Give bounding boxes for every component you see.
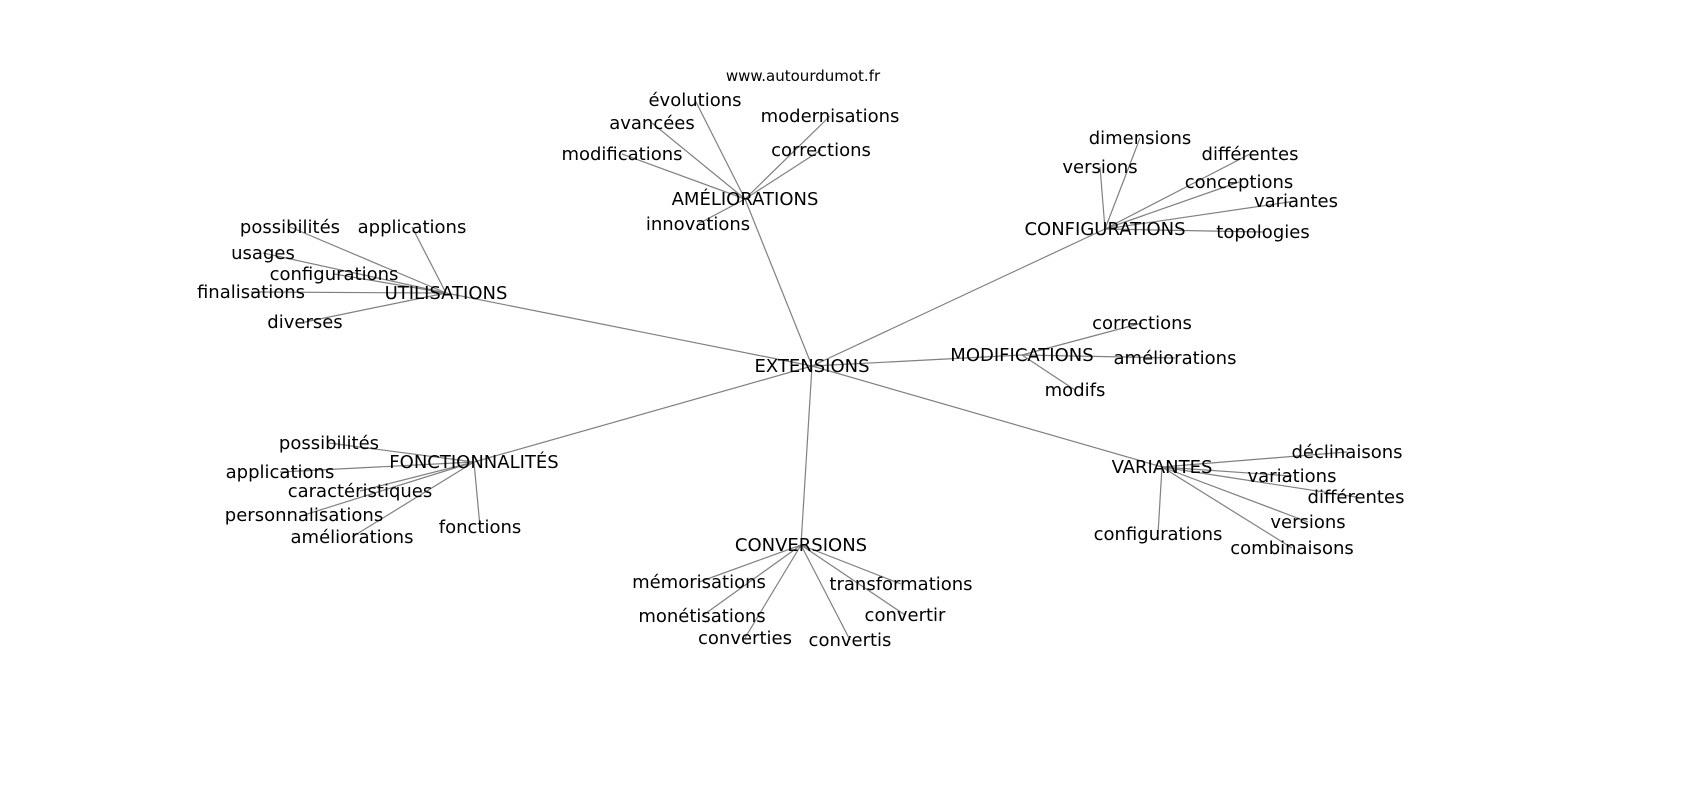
hub-edge (811, 228, 1106, 367)
word-edge (289, 226, 447, 294)
word-edge (1157, 466, 1163, 535)
word-node-label: personnalisations (225, 505, 383, 526)
word-node-label: modifications (561, 144, 682, 165)
word-node-label: modernisations (761, 106, 900, 127)
word-node-label: fonctions (439, 517, 522, 538)
word-node-label: avancées (609, 113, 695, 134)
word-edge (1099, 166, 1106, 230)
word-edge (1104, 137, 1141, 230)
hub-edge (744, 198, 813, 367)
word-edge (1104, 228, 1264, 233)
word-edge (1104, 153, 1251, 230)
word-edge (701, 544, 802, 617)
word-node-label: modifs (1045, 380, 1106, 401)
word-edge (1104, 200, 1297, 230)
hub-edge (811, 354, 1023, 367)
word-node-label: dimensions (1089, 128, 1192, 149)
word-node-label: conceptions (1185, 172, 1294, 193)
word-edge (1104, 181, 1240, 230)
cluster-node-label: MODIFICATIONS (950, 345, 1093, 366)
word-node-label: possibilités (279, 433, 379, 454)
word-node-label: possibilités (240, 217, 340, 238)
word-edge (1161, 466, 1357, 498)
word-edge (1021, 354, 1076, 391)
hub-edge (445, 292, 813, 367)
word-node-label: variations (1248, 466, 1337, 487)
cluster-node-label: UTILISATIONS (385, 283, 508, 304)
cluster-node-label: CONFIGURATIONS (1024, 219, 1185, 240)
edges (250, 99, 1357, 641)
hub-edge (800, 365, 813, 546)
word-edge (279, 461, 475, 473)
word-edge (744, 115, 831, 200)
word-node-label: applications (226, 462, 335, 483)
word-edge (1021, 322, 1143, 356)
word-edge (698, 544, 802, 583)
word-node-label: évolutions (648, 90, 741, 111)
word-node-label: combinaisons (1230, 538, 1354, 559)
word-edge (473, 461, 481, 528)
word-node-label: convertis (809, 630, 892, 651)
word-node-label: usages (231, 243, 295, 264)
word-edge (800, 544, 851, 641)
word-node-label: corrections (771, 140, 871, 161)
word-edge (800, 544, 902, 585)
word-node-label: innovations (646, 214, 750, 235)
word-node-label: corrections (1092, 313, 1192, 334)
word-edge (328, 442, 475, 463)
word-edge (359, 461, 475, 492)
word-edge (744, 544, 802, 639)
hub-edge (811, 365, 1163, 468)
word-edge (351, 461, 475, 538)
word-node-label: améliorations (291, 527, 414, 548)
cluster-node-label: CONVERSIONS (735, 535, 867, 556)
word-edge (303, 461, 475, 516)
word-edge (333, 273, 447, 294)
cluster-node-label: VARIANTES (1112, 457, 1213, 478)
word-edge (651, 122, 746, 200)
word-node-label: configurations (1094, 524, 1223, 545)
word-node-label: améliorations (1114, 348, 1237, 369)
word-node-label: applications (358, 217, 467, 238)
hub-node-label: EXTENSIONS (754, 356, 869, 377)
word-edge (250, 291, 447, 294)
word-node-label: versions (1062, 157, 1137, 178)
watermark: www.autourdumot.fr (726, 67, 881, 85)
word-edge (262, 252, 447, 294)
word-node-label: configurations (270, 264, 399, 285)
word-node-label: transformations (829, 574, 972, 595)
word-node-label: converties (698, 628, 792, 649)
word-node-label: différentes (1202, 144, 1299, 165)
word-node-label: caractéristiques (288, 481, 433, 502)
word-edge (744, 149, 822, 200)
word-node-label: monétisations (638, 606, 765, 627)
word-node-label: mémorisations (632, 572, 766, 593)
labels: EXTENSIONS AMÉLIORATIONS avancéesévolution… (197, 90, 1404, 651)
word-node-label: finalisations (197, 282, 305, 303)
word-edge (1161, 451, 1348, 468)
word-node-label: variantes (1254, 191, 1338, 212)
word-node-label: convertir (865, 605, 947, 626)
word-node-label: versions (1270, 512, 1345, 533)
word-edge (304, 292, 447, 323)
word-edge (800, 544, 906, 616)
word-node-label: différentes (1308, 487, 1405, 508)
word-edge (694, 99, 746, 200)
hub-edge (473, 365, 813, 463)
word-edge (411, 226, 447, 294)
word-node-label: topologies (1216, 222, 1309, 243)
word-edge (1161, 466, 1309, 523)
word-edge (1161, 466, 1293, 549)
word-node-label: diverses (267, 312, 342, 333)
word-node-label: déclinaisons (1291, 442, 1402, 463)
word-edge (1021, 354, 1176, 359)
cluster-node-label: FONCTIONNALITÉS (389, 451, 558, 473)
word-edge (1161, 466, 1293, 477)
word-edge (697, 198, 746, 225)
word-edge (621, 153, 746, 200)
cluster-node-label: AMÉLIORATIONS (672, 188, 819, 210)
